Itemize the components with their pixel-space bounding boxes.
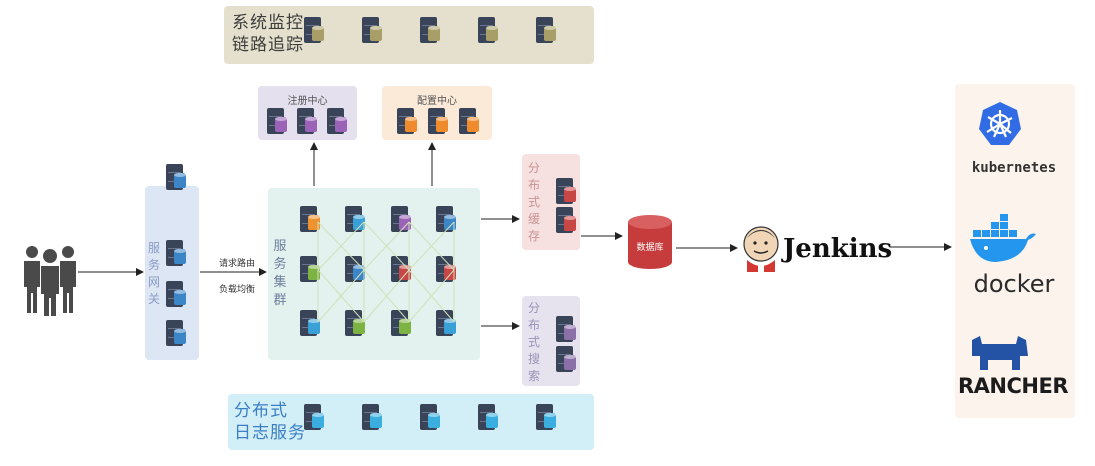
- server-icon: [556, 207, 576, 233]
- distributed-logging-panel: [228, 394, 594, 450]
- server-icon: [300, 206, 320, 232]
- jenkins-logo-icon: [743, 226, 779, 272]
- server-icon: [536, 404, 556, 430]
- kubernetes-logo-icon: [979, 102, 1021, 145]
- edge-label-balancing: 负载均衡: [219, 285, 256, 295]
- server-icon: [166, 281, 186, 307]
- server-icon: [345, 256, 365, 282]
- server-icon: [327, 108, 347, 134]
- edge-label-routing: 请求路由: [219, 259, 256, 269]
- rancher-logo-icon: [972, 336, 1028, 370]
- cache-label: 分布式缓存: [527, 161, 540, 243]
- server-icon: [345, 310, 365, 336]
- logging-label-line2: 日志服务: [234, 423, 306, 443]
- server-icon: [391, 206, 411, 232]
- server-icon: [166, 240, 186, 266]
- registry-title: 注册中心: [287, 96, 328, 107]
- monitoring-tracing-panel: [224, 6, 594, 64]
- server-icon: [420, 17, 440, 43]
- server-icon: [166, 320, 186, 346]
- kubernetes-wordmark: kubernetes: [971, 160, 1057, 176]
- server-icon: [345, 206, 365, 232]
- server-icon: [297, 108, 317, 134]
- server-icon: [556, 316, 576, 342]
- server-icon: [267, 108, 287, 134]
- server-icon: [304, 404, 324, 430]
- config-title: 配置中心: [417, 96, 457, 107]
- server-icon: [420, 404, 440, 430]
- server-icon: [536, 17, 556, 43]
- users-icon: [24, 246, 76, 316]
- server-icon: [300, 310, 320, 336]
- server-icon: [478, 404, 498, 430]
- search-label: 分布式搜索: [527, 301, 540, 383]
- monitoring-label-line1: 系统监控: [232, 13, 304, 33]
- server-icon: [459, 108, 479, 134]
- server-icon: [300, 256, 320, 282]
- server-icon: [362, 404, 382, 430]
- server-icon: [428, 108, 448, 134]
- jenkins-wordmark: Jenkins: [783, 234, 893, 264]
- docker-wordmark: docker: [973, 270, 1055, 298]
- cluster-label: 服务集群: [273, 239, 287, 308]
- server-icon: [556, 346, 576, 372]
- cluster-mesh: [317, 221, 455, 323]
- server-icon: [397, 108, 417, 134]
- server-icon: [304, 17, 324, 43]
- database-icon: [628, 215, 672, 269]
- server-icon: [362, 17, 382, 43]
- gateway-label: 服务网关: [147, 241, 160, 306]
- monitoring-label-line2: 链路追踪: [232, 35, 304, 55]
- server-icon: [478, 17, 498, 43]
- logging-label-line1: 分布式: [234, 401, 288, 421]
- docker-logo-icon: [970, 214, 1036, 262]
- server-icon: [436, 206, 456, 232]
- server-icon: [556, 178, 576, 204]
- server-icon: [166, 164, 186, 190]
- rancher-wordmark: RANCHER: [957, 374, 1069, 398]
- database-label: 数据库: [636, 243, 664, 253]
